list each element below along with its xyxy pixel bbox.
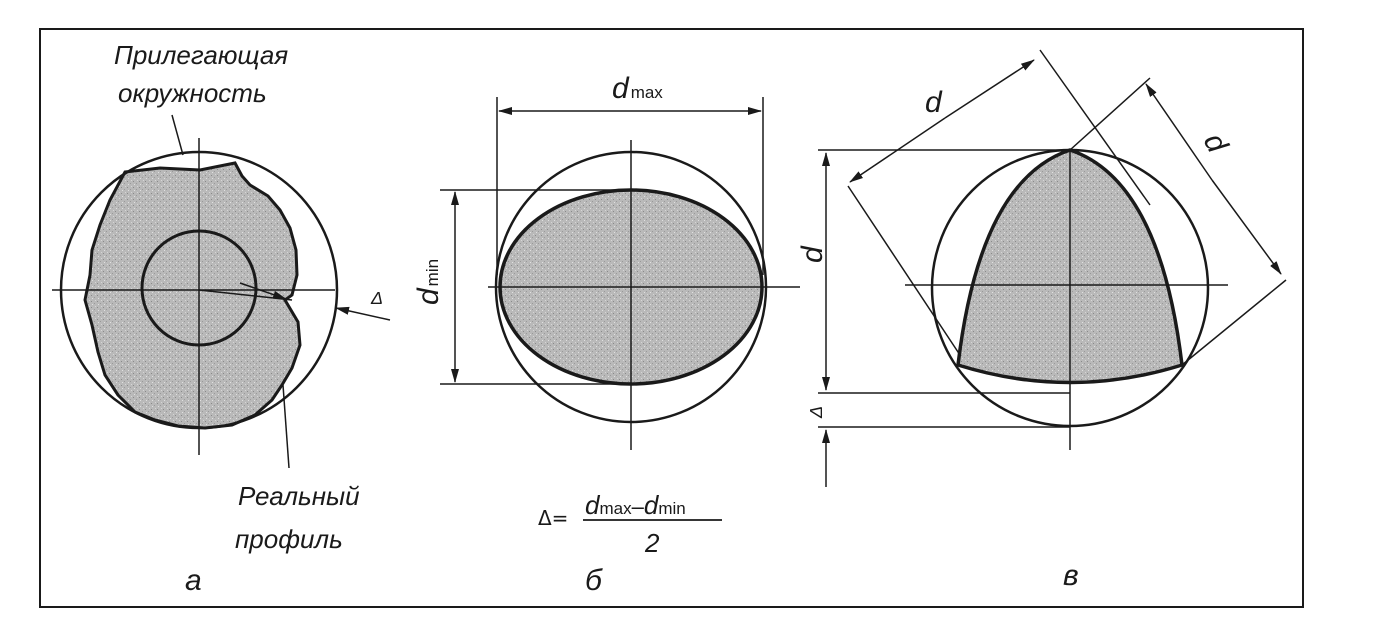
d-label-diag-2: d xyxy=(1197,128,1235,159)
d-diagonal-dim-2 xyxy=(1145,83,1213,181)
tangent-right-lower xyxy=(1181,279,1287,366)
label-real-profile-1: Реальный xyxy=(238,481,360,511)
tangent-right xyxy=(1069,77,1151,151)
leader-real-profile xyxy=(282,384,290,469)
label-adjacent-circle-1: Прилегающая xyxy=(114,40,288,70)
figure-frame xyxy=(39,28,1304,608)
d-label-vertical: d xyxy=(796,245,829,263)
label-real-profile-2: профиль xyxy=(235,524,343,554)
caption-b: б xyxy=(585,564,603,597)
d-label-diag-1: d xyxy=(925,86,943,119)
caption-c: в xyxy=(1063,559,1079,592)
d-diagonal-dim-2b xyxy=(1211,179,1282,275)
tangent-top-ext xyxy=(1039,49,1151,206)
d-diagonal-dim-1b xyxy=(944,59,1035,119)
svg-text:dmax–dmin: dmax–dmin xyxy=(585,490,686,520)
delta-arrow-in xyxy=(239,282,287,300)
panel-a: Δ Прилегающая окружность Реальный профил… xyxy=(52,40,391,597)
delta-label-a: Δ xyxy=(370,288,383,308)
real-profile xyxy=(83,161,302,430)
leader-adjacent-circle xyxy=(171,114,184,156)
formula-lhs: Δ= xyxy=(538,506,568,530)
label-adjacent-circle-2: окружность xyxy=(118,78,267,108)
delta-arrow-out xyxy=(335,306,391,321)
caption-a: а xyxy=(185,564,202,597)
panel-c: d Δ d d в xyxy=(796,49,1287,592)
dmin-label: dmin xyxy=(412,259,445,305)
formula-denominator: 2 xyxy=(644,528,660,558)
delta-label-c: Δ xyxy=(806,406,826,419)
tangent-left xyxy=(847,185,961,356)
ovality-formula: Δ= dmax–dmin 2 xyxy=(538,490,722,558)
d-diagonal-dim-1 xyxy=(849,117,946,183)
